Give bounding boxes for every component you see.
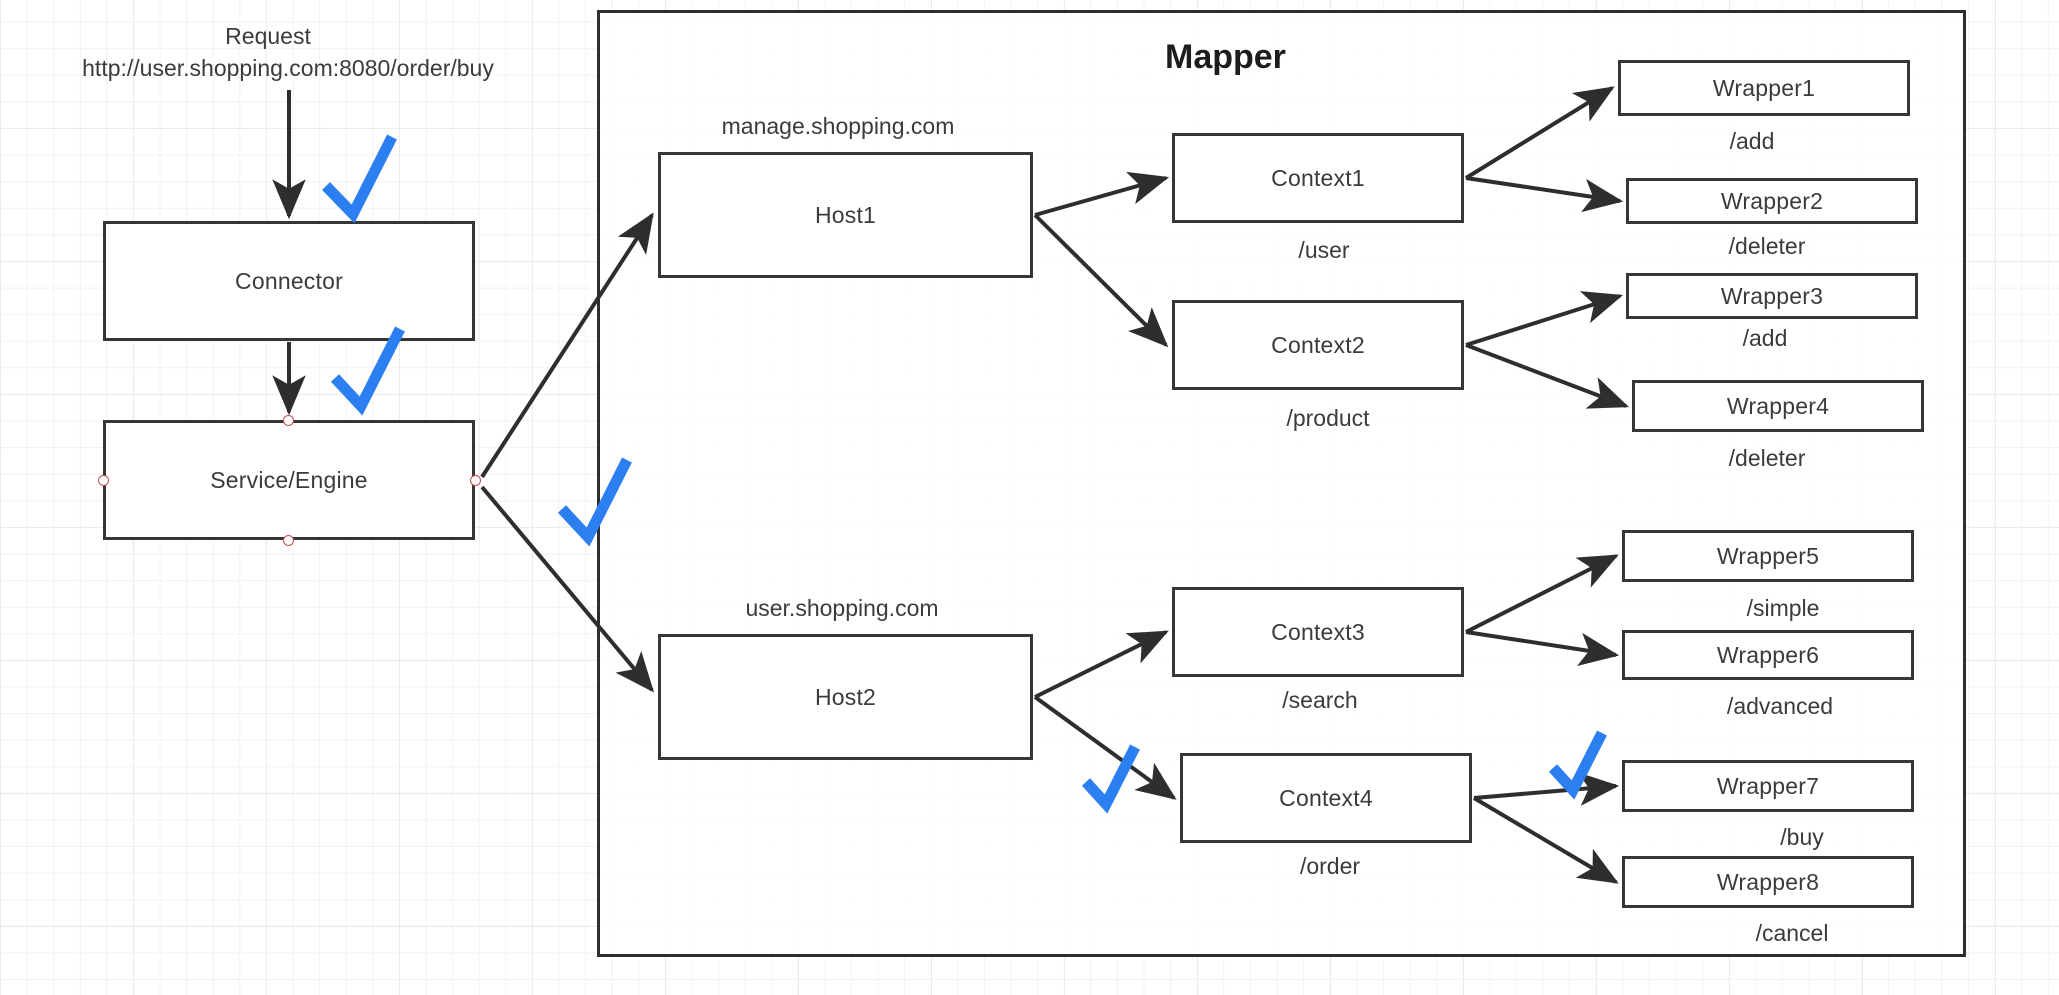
node-wrapper2[interactable]: Wrapper2 [1626,178,1918,224]
context1-path-caption: /user [1298,237,1350,263]
wrapper8-path-caption: /cancel [1755,920,1829,946]
context3-path-caption: /search [1282,687,1358,713]
wrapper6-path-caption: /advanced [1726,693,1834,719]
node-service-engine-label: Service/Engine [210,466,368,493]
node-service-engine[interactable]: Service/Engine [103,420,475,540]
node-wrapper5-label: Wrapper5 [1716,542,1820,569]
wrapper2-path-caption: /deleter [1728,233,1806,259]
node-host2-label: Host2 [814,683,877,710]
host2-domain-caption: user.shopping.com [745,595,939,621]
node-wrapper2-label: Wrapper2 [1720,187,1824,214]
node-wrapper7-label: Wrapper7 [1716,772,1820,799]
node-context1-label: Context1 [1271,164,1365,191]
port-left-service-engine[interactable] [98,475,109,486]
node-wrapper1-label: Wrapper1 [1712,74,1816,101]
wrapper3-path-caption: /add [1742,325,1788,351]
node-wrapper7[interactable]: Wrapper7 [1622,760,1914,812]
wrapper7-path-caption: /buy [1780,824,1824,850]
wrapper4-path-caption: /deleter [1728,445,1806,471]
node-context4-label: Context4 [1279,784,1373,811]
node-wrapper5[interactable]: Wrapper5 [1622,530,1914,582]
check-icon-request [322,134,397,224]
node-context3[interactable]: Context3 [1172,587,1464,677]
node-host1[interactable]: Host1 [658,152,1033,278]
node-wrapper4-label: Wrapper4 [1726,392,1830,419]
host1-domain-caption: manage.shopping.com [721,113,955,139]
port-right-service-engine[interactable] [470,475,481,486]
wrapper5-path-caption: /simple [1746,595,1820,621]
context2-path-caption: /product [1286,405,1370,431]
wrapper1-path-caption: /add [1729,128,1775,154]
node-context4[interactable]: Context4 [1180,753,1472,843]
context4-path-caption: /order [1299,853,1361,879]
request-label: Request [225,23,311,49]
node-wrapper8-label: Wrapper8 [1716,868,1820,895]
node-context3-label: Context3 [1271,618,1365,645]
node-host2[interactable]: Host2 [658,634,1033,760]
request-url: http://user.shopping.com:8080/order/buy [82,55,494,81]
node-wrapper3[interactable]: Wrapper3 [1626,273,1918,319]
node-context2[interactable]: Context2 [1172,300,1464,390]
node-wrapper6-label: Wrapper6 [1716,641,1820,668]
port-top-service-engine[interactable] [283,415,294,426]
node-wrapper8[interactable]: Wrapper8 [1622,856,1914,908]
port-bottom-service-engine[interactable] [283,535,294,546]
node-connector[interactable]: Connector [103,221,475,341]
node-context1[interactable]: Context1 [1172,133,1464,223]
node-wrapper4[interactable]: Wrapper4 [1632,380,1924,432]
node-wrapper6[interactable]: Wrapper6 [1622,630,1914,680]
node-wrapper3-label: Wrapper3 [1720,282,1824,309]
node-context2-label: Context2 [1271,331,1365,358]
node-connector-label: Connector [235,267,343,294]
node-host1-label: Host1 [814,201,877,228]
node-wrapper1[interactable]: Wrapper1 [1618,60,1910,116]
mapper-title: Mapper [1165,38,1286,76]
